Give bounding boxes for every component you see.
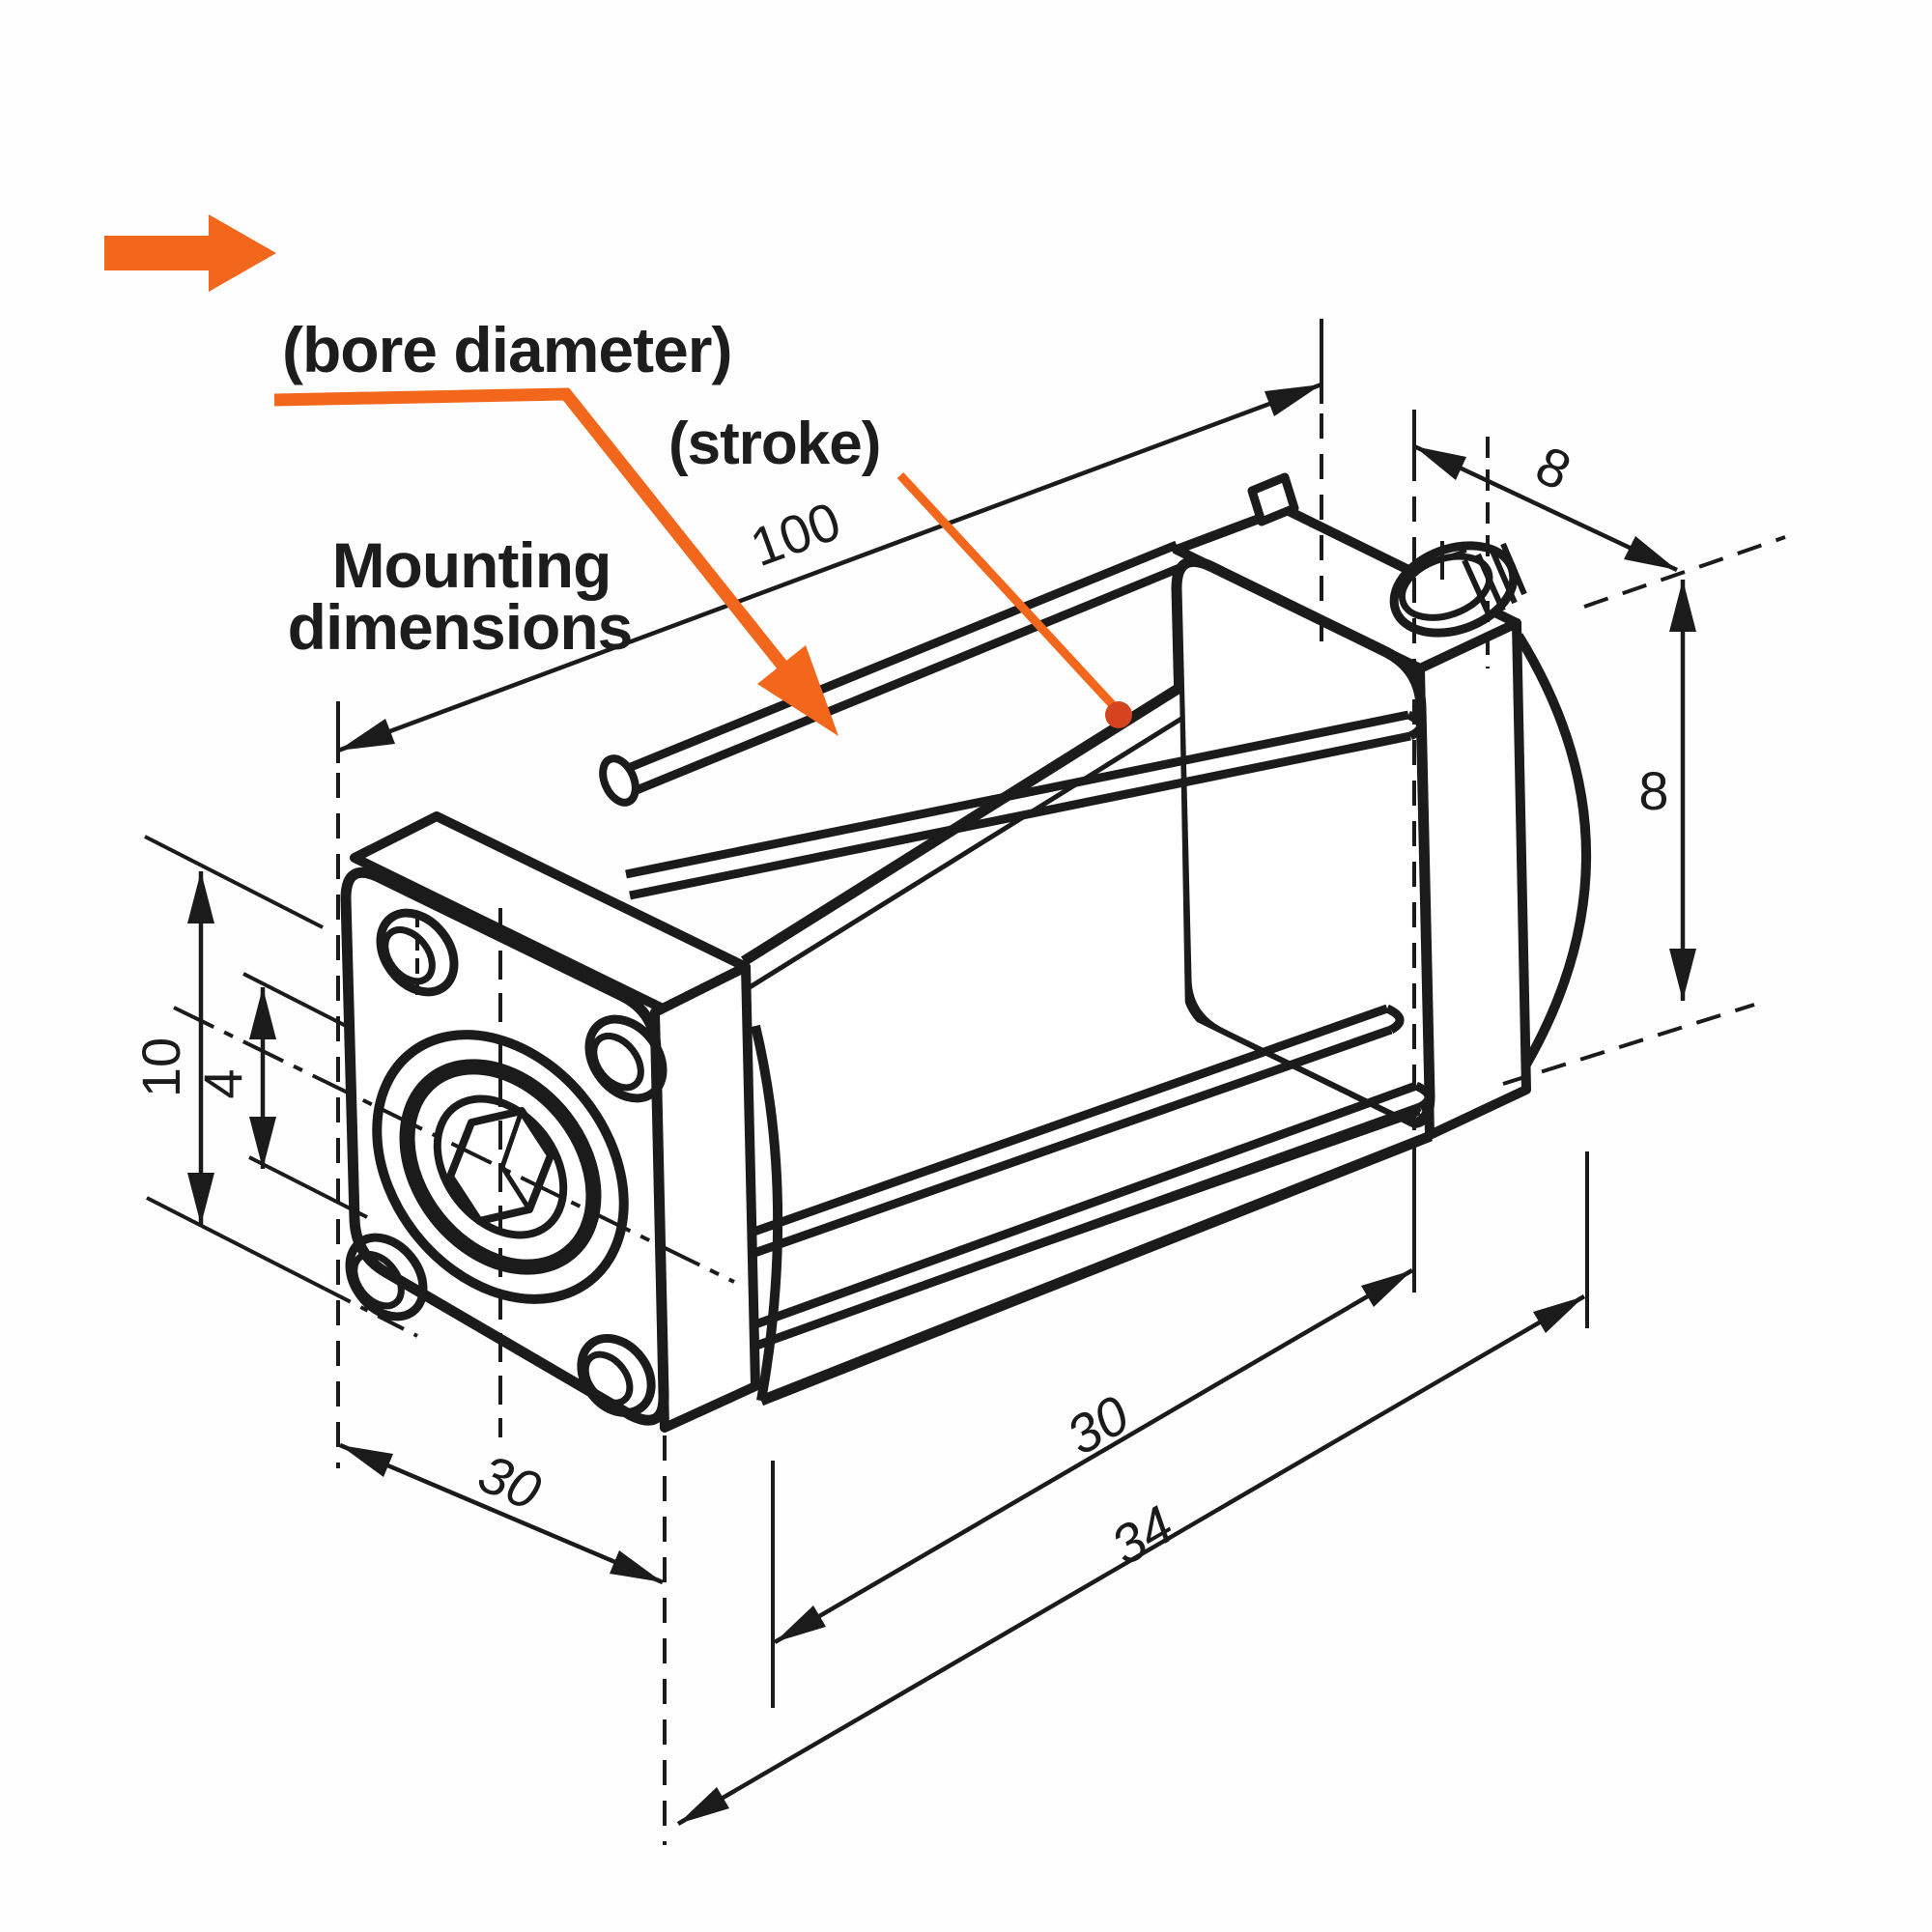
flange-diagonal-centerline <box>173 1006 735 1284</box>
extension-line-top <box>144 835 324 929</box>
callouts: (bore diameter) (stroke) Mounting dimens… <box>104 214 1132 736</box>
tie-rod-bottom-front <box>697 1081 1434 1369</box>
bore-leader-line <box>273 387 838 736</box>
tie-rod-end-cap <box>1413 1081 1434 1111</box>
stroke-leader-line <box>896 471 1132 728</box>
rear-end-cap <box>1171 437 1592 1140</box>
front-flange <box>173 811 760 1437</box>
port-hatching <box>1462 542 1527 620</box>
port-boss <box>1389 437 1527 668</box>
barrel-top-inner-line <box>748 716 1183 990</box>
barrel-front-arc <box>751 1024 783 1402</box>
dimension-line <box>676 1294 1586 1826</box>
tie-rod-end-cap <box>1406 710 1425 741</box>
dim-body-overall-label: 34 <box>1101 1493 1183 1577</box>
dim-hole-spacing-label: 4 <box>192 1068 253 1098</box>
bore-diameter-label: (bore diameter) <box>282 314 731 385</box>
barrel-fill <box>744 688 1430 1401</box>
tie-rod-top-right <box>625 710 1425 900</box>
mounting-hole-bottom-right <box>577 1333 656 1418</box>
dim-hole-spacing: 4 <box>192 972 368 1219</box>
dim-flange-height-label: 10 <box>130 1037 191 1097</box>
extension-line-bottom <box>1502 1003 1755 1086</box>
mounting-hole-top-left <box>376 908 459 997</box>
tie-rod-top-left <box>599 540 1181 807</box>
cylinder-barrel <box>741 683 1434 1406</box>
dim-flange-width-label: 30 <box>470 1442 550 1521</box>
hex-socket-lines <box>499 1110 532 1211</box>
tie-rod-end-cap <box>1384 1004 1405 1034</box>
rear-cap-side-face <box>1415 618 1531 1140</box>
svg-text:dimensions: dimensions <box>288 591 633 663</box>
port-center-tick <box>1419 541 1467 580</box>
boss-seal-ring <box>399 1059 602 1275</box>
tie-rod-front-nut <box>599 754 639 807</box>
dim-overall-length: 100 <box>336 319 1323 1468</box>
dim-rear-cap-height: 8 <box>1502 580 1755 1086</box>
svg-text:Mounting: Mounting <box>332 529 611 601</box>
tie-rod-bottom-rear <box>692 1004 1405 1277</box>
dim-body-length-label: 30 <box>1057 1383 1139 1466</box>
tie-rods <box>599 540 1434 1369</box>
bore-pointer-arrow-icon <box>104 214 276 292</box>
stroke-label: (stroke) <box>668 411 880 477</box>
extension-dashdot <box>324 1287 418 1338</box>
barrel-bottom-edge <box>758 1130 1434 1406</box>
mounting-hole-bottom-left <box>345 1233 428 1321</box>
rear-dome-edge <box>1514 633 1592 1067</box>
tie-rod-rear-stub <box>1247 472 1299 526</box>
stroke-leader-dot <box>1105 701 1132 728</box>
dimension-line <box>339 1442 664 1585</box>
dim-rear-cap-depth-label: 8 <box>1527 434 1580 501</box>
mounting-dimensions-label: Mounting dimensions <box>288 529 634 663</box>
dim-flange-height: 10 <box>130 835 418 1338</box>
boss-bore <box>433 1094 568 1239</box>
corner-extension-dashed <box>1583 535 1786 609</box>
dim-rear-cap-height-label: 8 <box>1638 760 1668 821</box>
dimension-line <box>773 1268 1414 1644</box>
flange-side-face <box>650 962 760 1433</box>
dimension-line <box>337 382 1322 753</box>
mounting-hole-top-right <box>584 1014 668 1103</box>
